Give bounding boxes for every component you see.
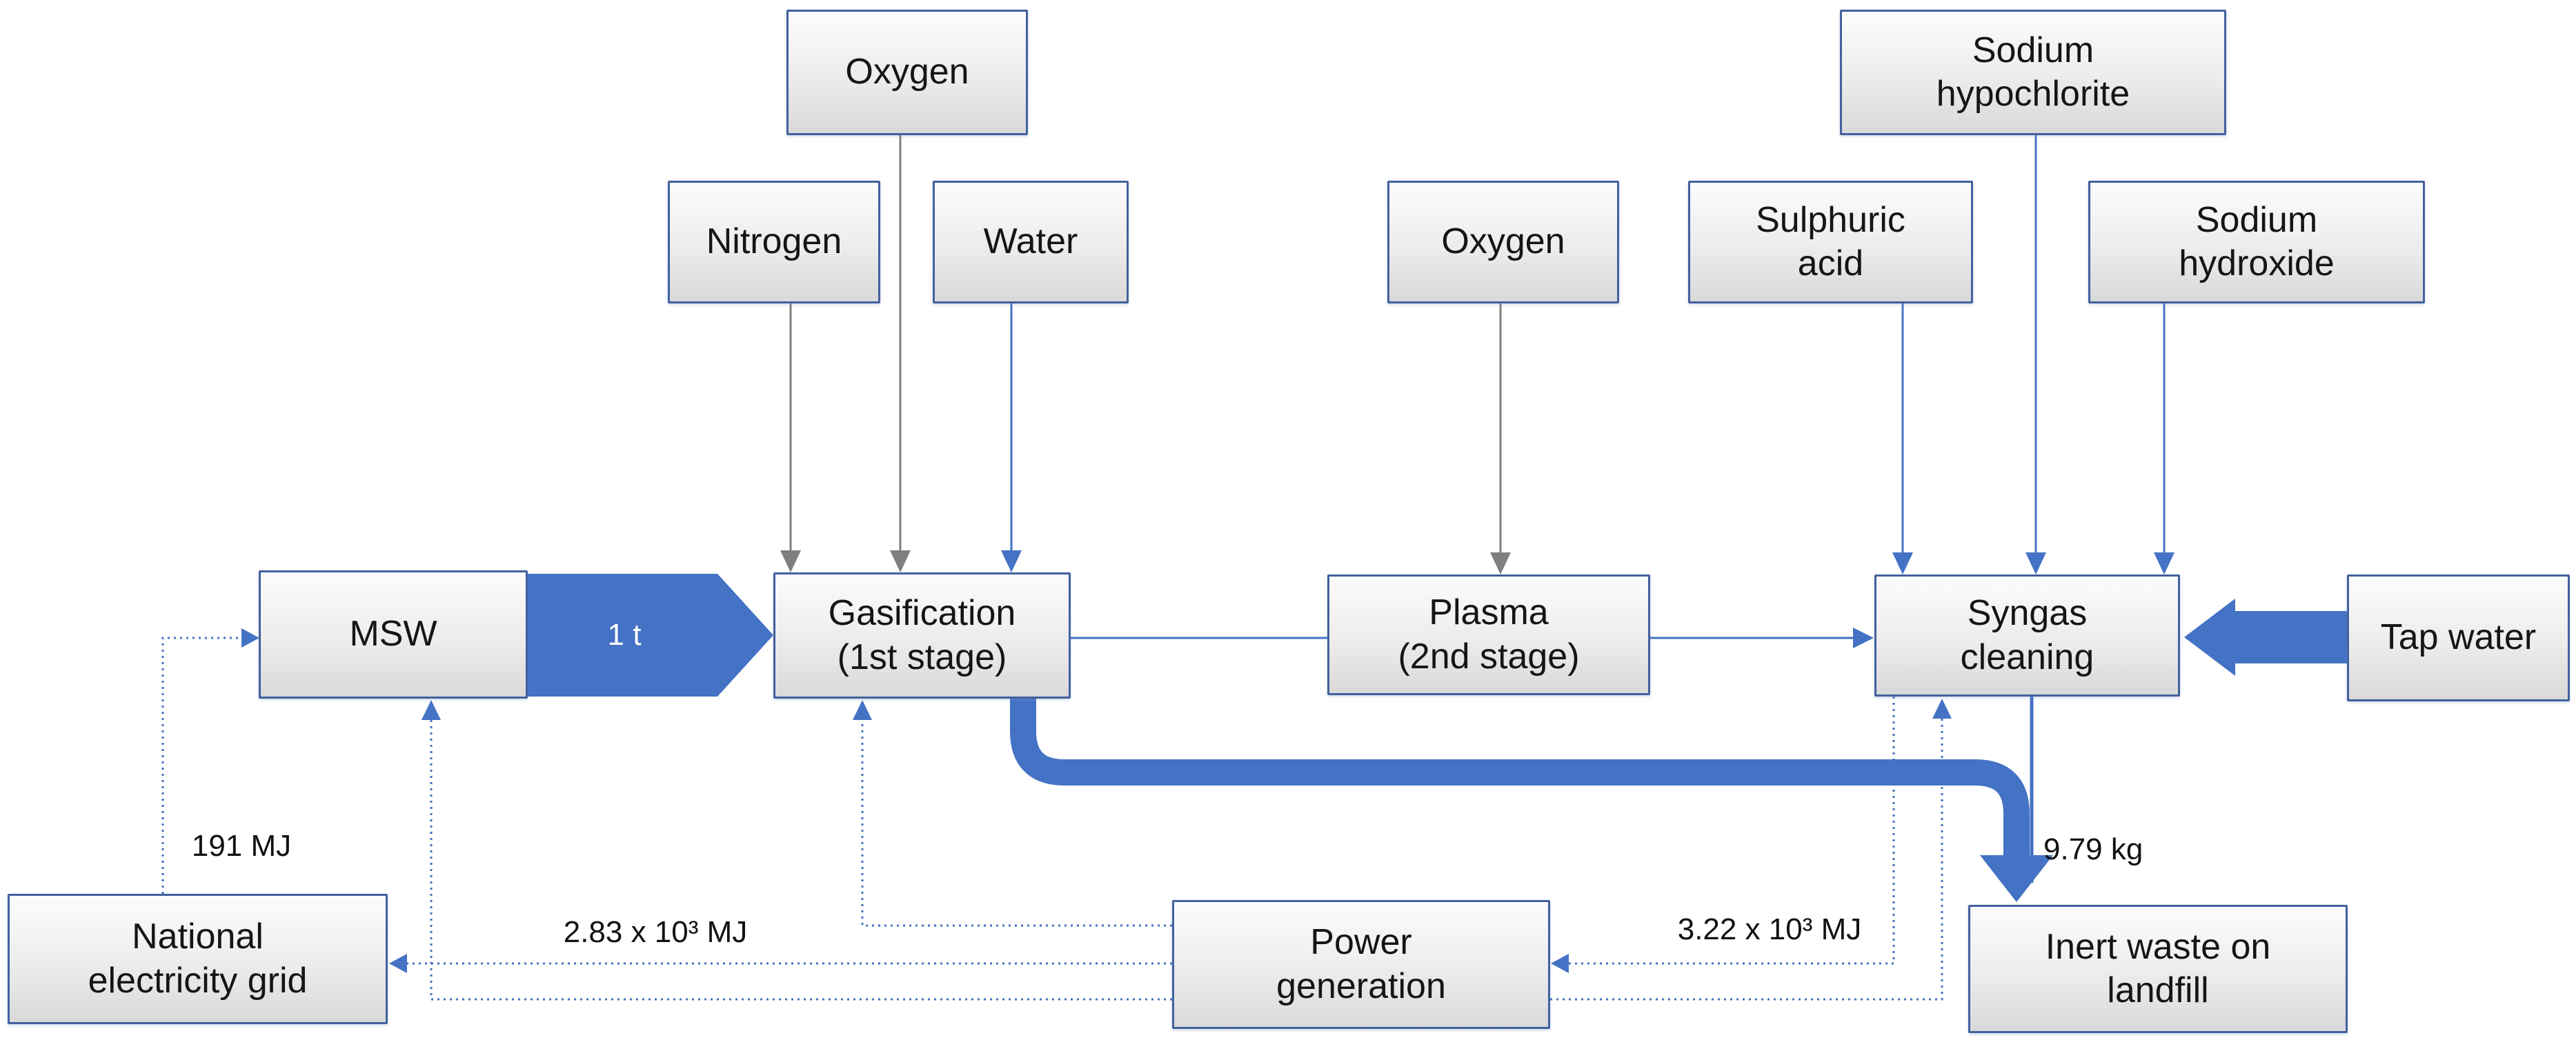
node-label: Syngas <box>1967 593 2088 634</box>
flow-label-1t: 1 t <box>607 618 642 652</box>
flow-label-3220mj: 3.22 x 10³ MJ <box>1677 912 1862 946</box>
oxygen-to-gasification-arrow <box>890 135 911 572</box>
tapwater-to-syngas-arrow <box>2184 599 2347 676</box>
node-label: acid <box>1797 243 1864 283</box>
flow-label-9-79kg: 9.79 kg <box>2043 832 2143 866</box>
hydroxide-to-syngas-arrow <box>2154 303 2174 574</box>
node-label: landfill <box>2107 970 2209 1010</box>
node-label: Sodium <box>1972 30 2094 70</box>
node-label: Gasification <box>828 593 1016 634</box>
flow-label-2830mj: 2.83 x 10³ MJ <box>563 915 748 949</box>
plasma-to-syngas-arrow <box>1650 628 1874 648</box>
grid-to-msw-dotted-arrow <box>161 628 259 894</box>
node-plasma: Plasma(2nd stage) <box>1327 574 1650 695</box>
node-label: Tap water <box>2380 617 2537 658</box>
powergen-to-syngas-dotted-arrow <box>1550 699 1952 1001</box>
node-label: (2nd stage) <box>1398 636 1580 677</box>
oxygen-to-plasma-arrow <box>1490 303 1511 574</box>
node-label: Sodium <box>2195 199 2318 240</box>
node-label: hypochlorite <box>1936 74 2130 114</box>
node-label: Sulphuric <box>1756 199 1905 240</box>
node-oxygen-top: Oxygen <box>786 10 1028 135</box>
node-label: Nitrogen <box>706 221 842 262</box>
node-msw: MSW <box>259 570 528 699</box>
syngas-to-powergen-dotted-arrow <box>1551 697 1895 973</box>
node-label: National <box>132 917 264 957</box>
nitrogen-to-gasification-arrow <box>780 303 801 572</box>
water-to-gasification-arrow <box>1001 303 1022 572</box>
node-label: hydroxide <box>2179 243 2335 283</box>
node-label: Plasma <box>1429 592 1549 633</box>
node-label: Oxygen <box>1441 221 1565 262</box>
node-water: Water <box>933 181 1129 303</box>
powergen-to-msw-dotted-arrow <box>422 700 1172 1001</box>
node-gasification: Gasification(1st stage) <box>773 572 1071 699</box>
flow-label-191mj: 191 MJ <box>191 829 292 863</box>
powergen-to-grid-dotted-arrow <box>389 954 1172 973</box>
sulphuric-to-syngas-arrow <box>1892 303 1913 574</box>
powergen-to-gasification-dotted-arrow <box>853 700 1172 927</box>
node-label: MSW <box>349 614 437 654</box>
node-label: Water <box>983 221 1078 262</box>
node-label: cleaning <box>1960 637 2094 677</box>
node-nitrogen: Nitrogen <box>668 181 880 303</box>
hypochlorite-to-syngas-arrow <box>2025 135 2046 574</box>
node-label: Inert waste on <box>2045 926 2271 967</box>
node-label: electricity grid <box>88 960 308 1001</box>
node-label: Power <box>1310 922 1412 963</box>
node-tap-water: Tap water <box>2347 574 2570 701</box>
msw-to-gasification-arrow <box>528 574 773 697</box>
node-oxygen-plasma: Oxygen <box>1387 181 1619 303</box>
node-label: (1st stage) <box>837 637 1007 677</box>
node-label: generation <box>1276 966 1446 1006</box>
node-label: Oxygen <box>845 52 969 92</box>
gasification-to-landfill-pipe <box>1010 699 2053 902</box>
